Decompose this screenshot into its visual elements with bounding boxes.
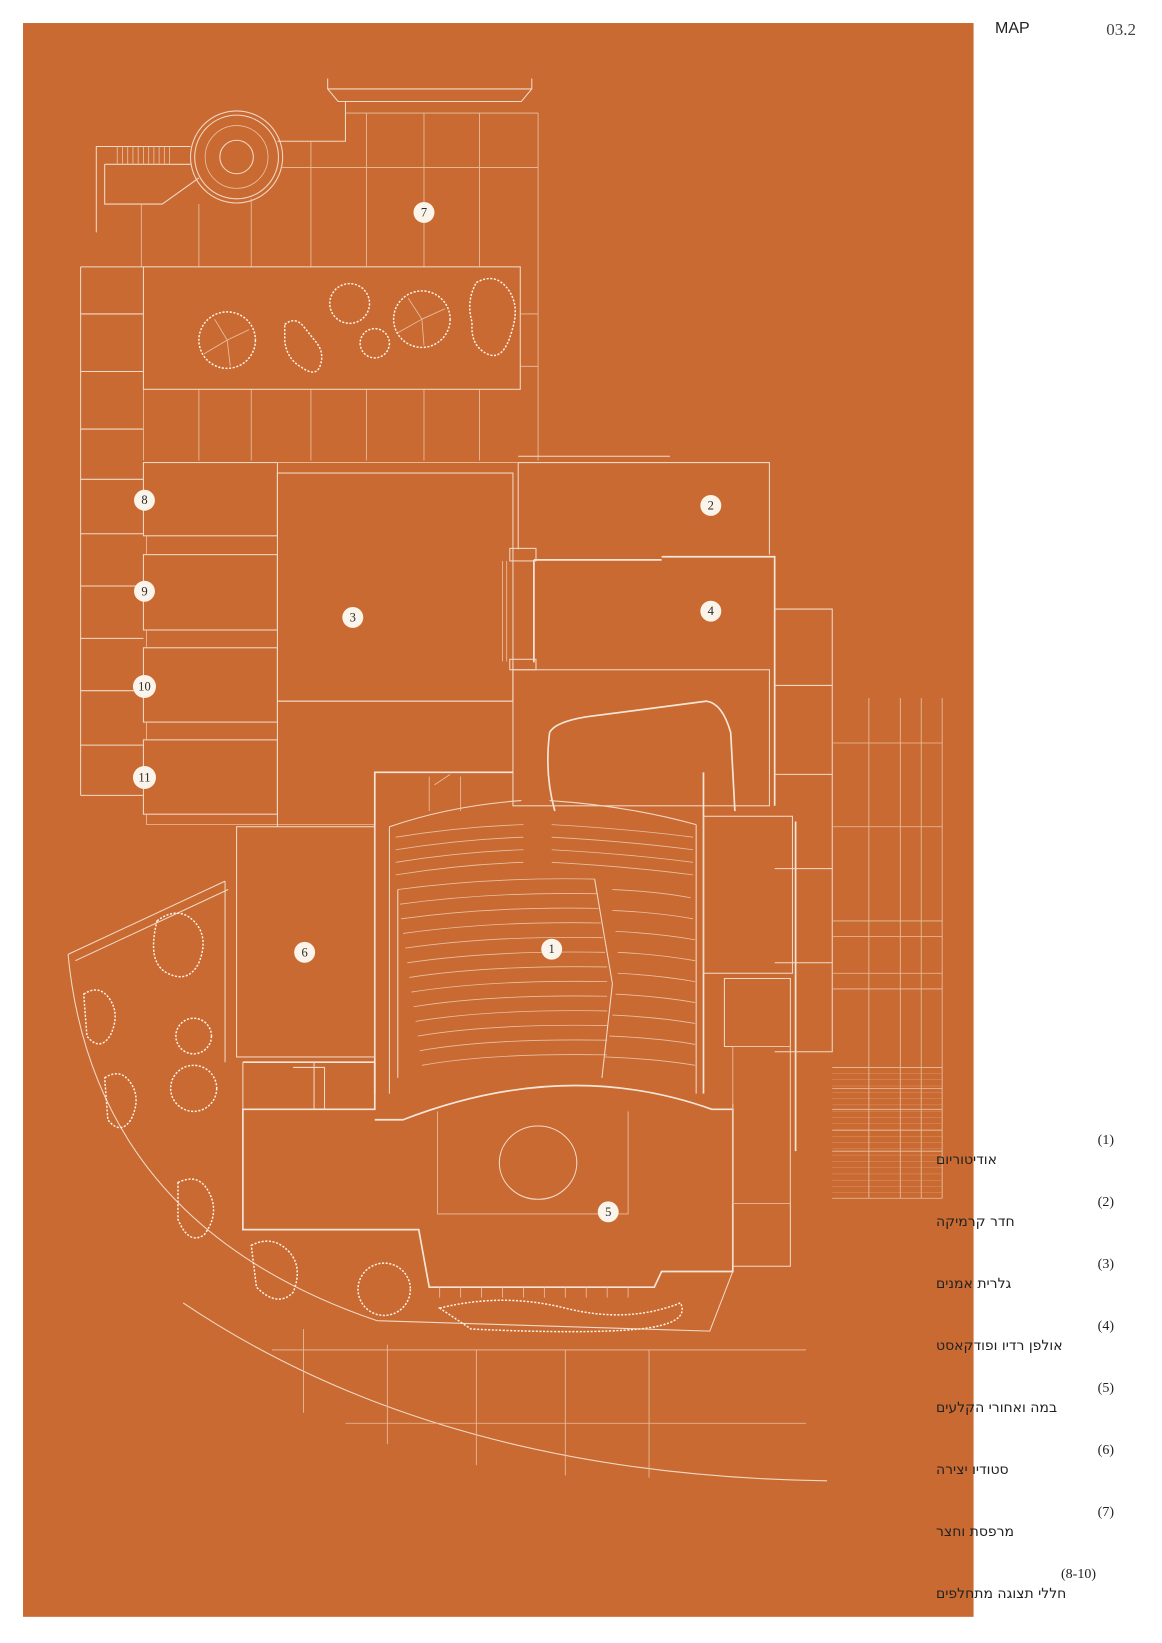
badge-10: 10 xyxy=(132,674,156,699)
legend-item: (3) גלרית אמנים xyxy=(936,1256,1136,1318)
legend-item: (1) אודיטוריום xyxy=(936,1132,1136,1194)
legend: (1) אודיטוריום (2) חדר קרמיקה (3) גלרית אמנ… xyxy=(936,1132,1136,1628)
legend-number: (4) xyxy=(1097,1319,1114,1334)
badge-label: 11 xyxy=(138,771,150,785)
badge-label: 9 xyxy=(141,584,147,598)
legend-name: חללי תצוגה מתחלפים xyxy=(936,1586,1067,1602)
badge-7: 7 xyxy=(413,201,435,223)
legend-number: (3) xyxy=(1097,1257,1114,1272)
circulation-grid-right xyxy=(702,815,793,974)
east-grid xyxy=(774,608,943,1199)
legend-number: (1) xyxy=(1097,1133,1114,1148)
badge-label: 6 xyxy=(301,945,307,959)
badge-4: 4 xyxy=(700,600,722,622)
badge-label: 8 xyxy=(141,493,147,507)
page-number: 03.2 xyxy=(1106,20,1136,39)
badge-3: 3 xyxy=(342,606,364,628)
badge-5: 5 xyxy=(597,1201,619,1223)
legend-item: (4) אולפן רדיו ופודקאסט xyxy=(936,1318,1136,1380)
legend-number: (7) xyxy=(1097,1505,1114,1520)
terrace-structures xyxy=(95,78,539,461)
legend-item: (7) מרפסת וחצר xyxy=(936,1504,1136,1566)
legend-number: (6) xyxy=(1097,1443,1114,1458)
badge-label: 1 xyxy=(549,942,555,956)
studio-grid xyxy=(236,826,376,1058)
badge-11: 11 xyxy=(132,766,156,790)
badge-label: 10 xyxy=(138,680,151,694)
planter xyxy=(142,266,521,390)
legend-name: אודיטוריום xyxy=(936,1152,997,1168)
legend-name: חדר קרמיקה xyxy=(936,1214,1015,1230)
badge-6: 6 xyxy=(294,941,316,963)
badge-label: 5 xyxy=(605,1205,611,1219)
legend-item: (2) חדר קרמיקה xyxy=(936,1194,1136,1256)
badge-2: 2 xyxy=(700,494,722,516)
badge-label: 3 xyxy=(350,610,356,624)
badge-label: 7 xyxy=(421,205,427,219)
legend-item: (5) במה ואחורי הקלעים xyxy=(936,1380,1136,1442)
badge-label: 4 xyxy=(708,604,715,618)
legend-name: גלרית אמנים xyxy=(936,1276,1012,1292)
legend-name: מרפסת וחצר xyxy=(936,1524,1015,1540)
badge-1: 1 xyxy=(541,938,563,960)
legend-name: סטודיו יצירה xyxy=(936,1462,1009,1478)
stage xyxy=(242,977,791,1298)
badge-8: 8 xyxy=(133,489,155,511)
legend-number: (2) xyxy=(1097,1195,1114,1210)
legend-number: (8-10) xyxy=(1061,1567,1096,1582)
legend-item: (8-10) חללי תצוגה מתחלפים xyxy=(936,1566,1136,1628)
legend-name: אולפן רדיו ופודקאסט xyxy=(936,1338,1063,1354)
plan-background xyxy=(23,23,974,1617)
landscape xyxy=(67,880,828,1482)
badge-9: 9 xyxy=(133,580,155,602)
badge-label: 2 xyxy=(708,498,714,512)
map-title: MAP xyxy=(995,20,1030,37)
legend-number: (5) xyxy=(1097,1381,1114,1396)
rooms-2-4 xyxy=(502,455,776,812)
auditorium xyxy=(373,771,797,1152)
legend-name: במה ואחורי הקלעים xyxy=(936,1400,1058,1416)
legend-item: (6) סטודיו יצירה xyxy=(936,1442,1136,1504)
